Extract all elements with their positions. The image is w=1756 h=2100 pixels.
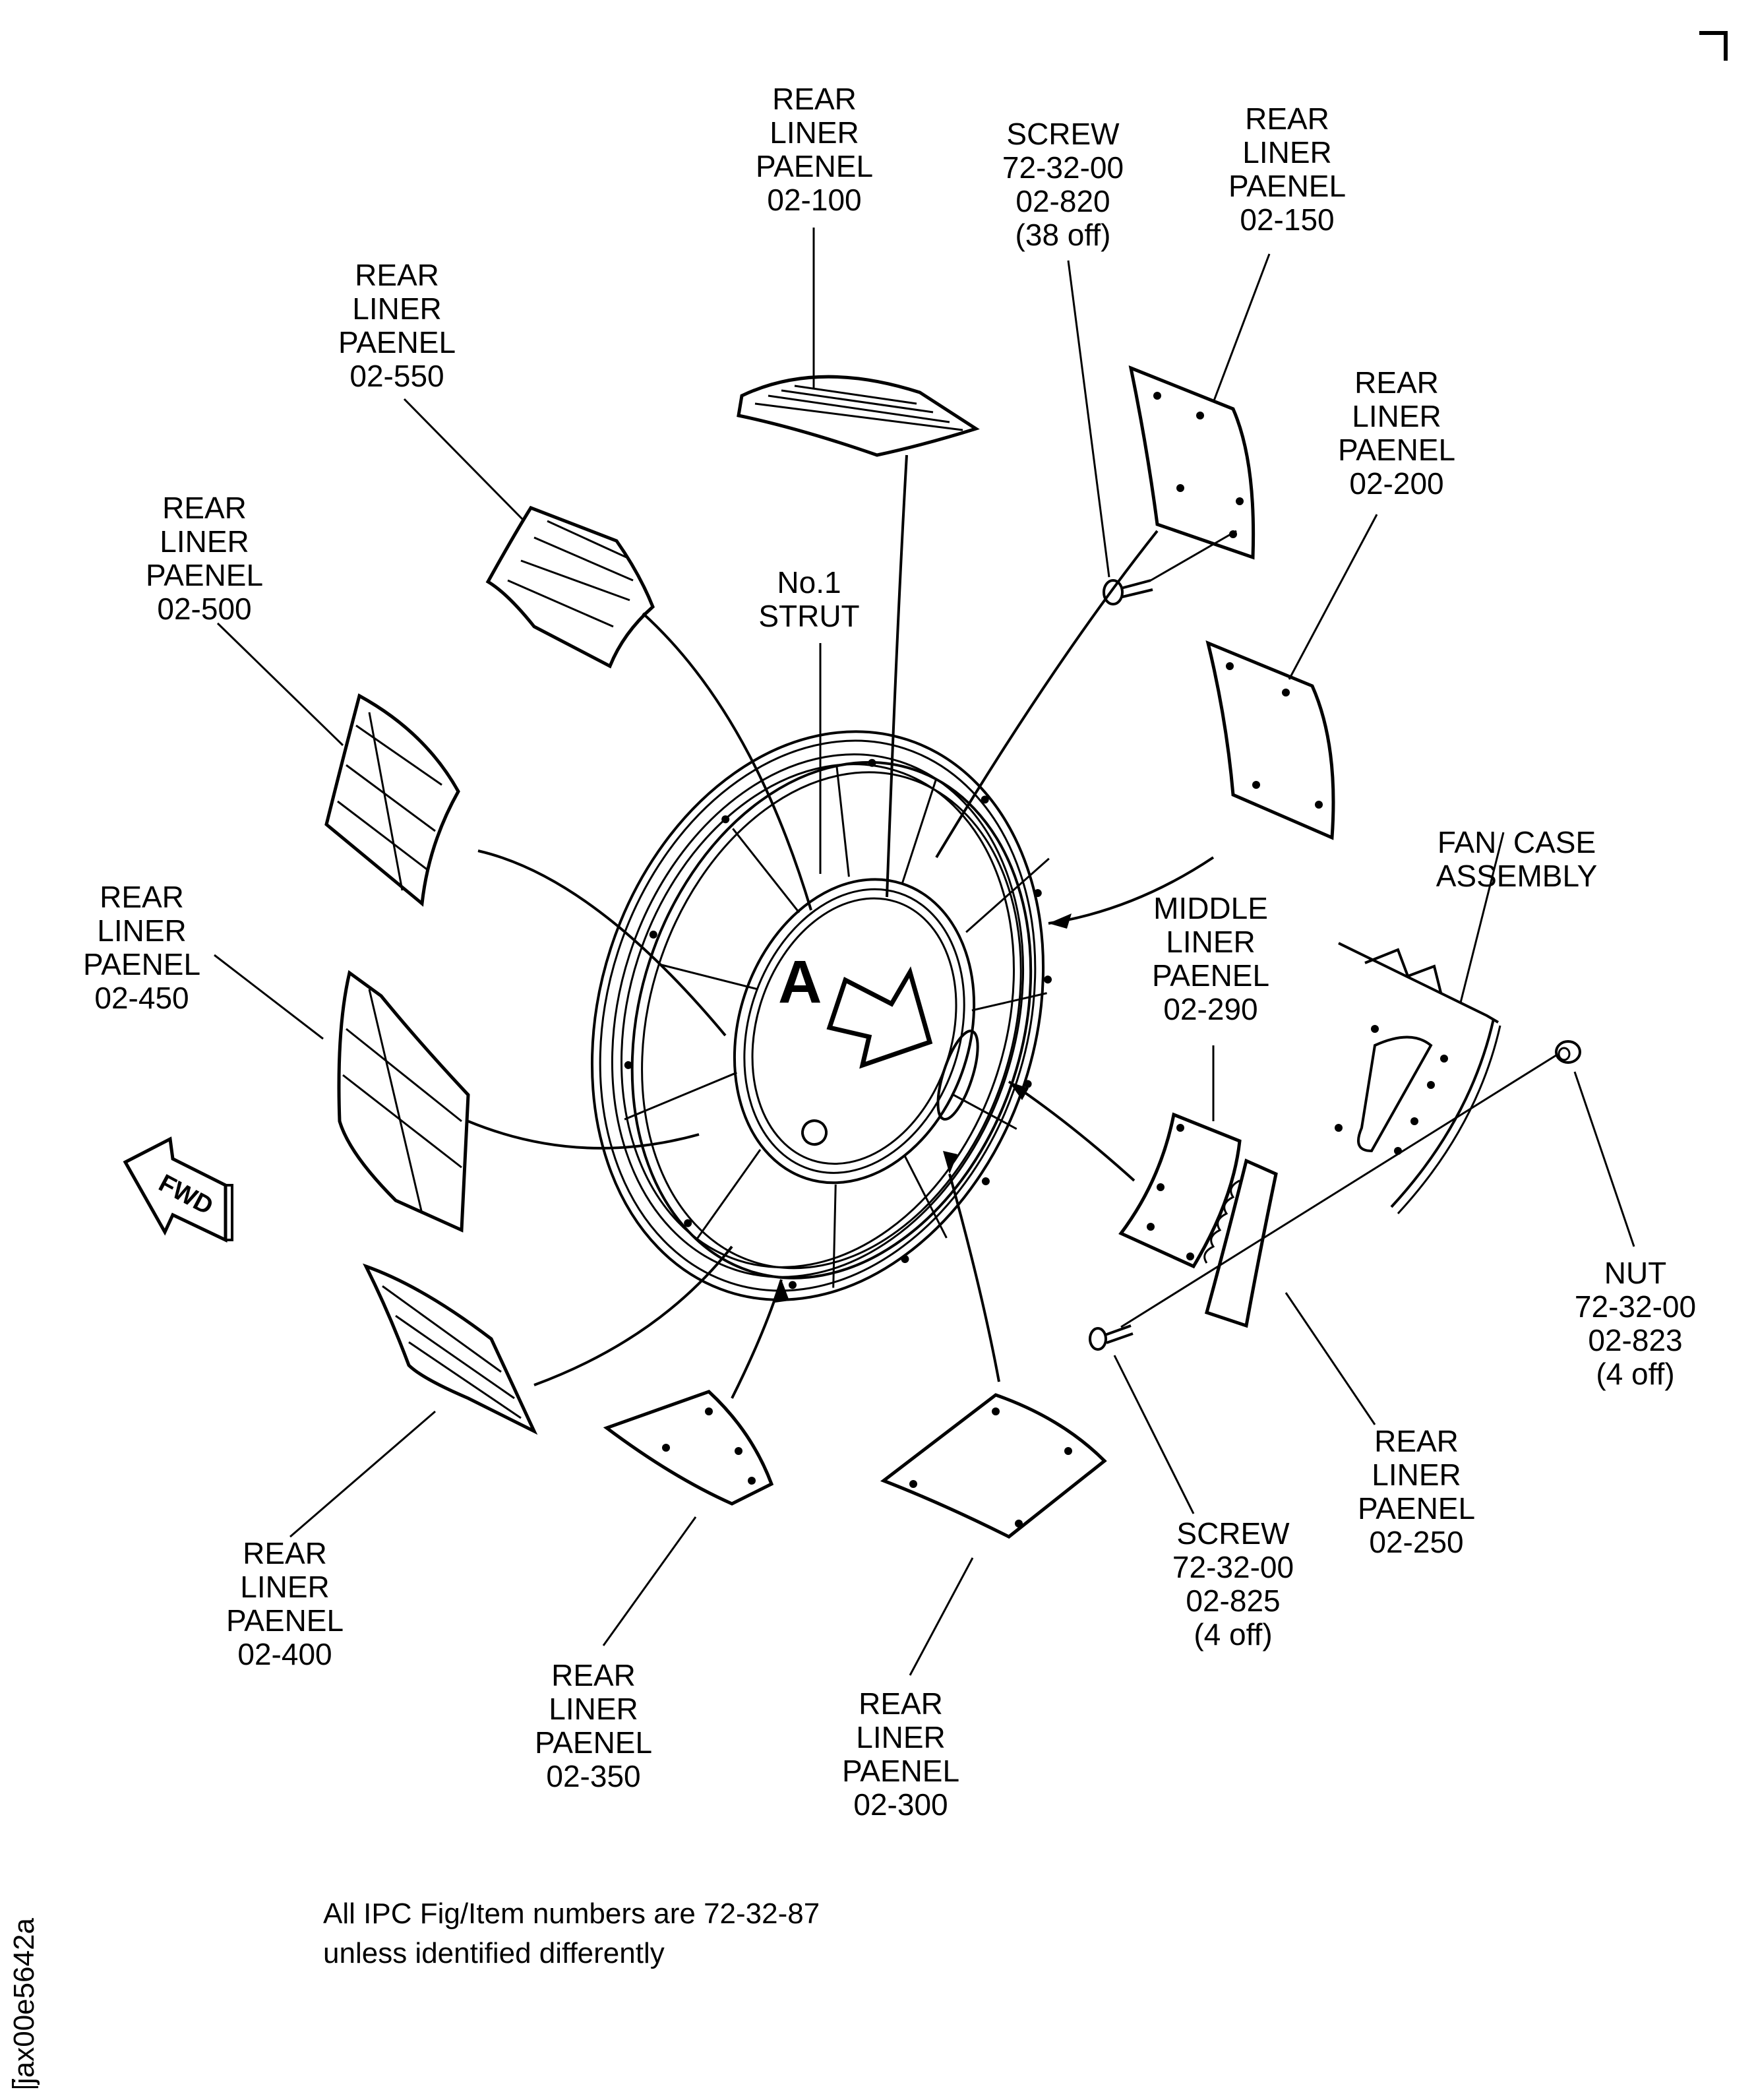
view-a-arrow-icon [826, 966, 933, 1069]
nut-02-823 [1555, 1040, 1581, 1064]
panel-02-500 [324, 693, 460, 907]
arrowheads [775, 913, 1072, 1303]
figure-code: jax00e5642a [8, 1917, 40, 2084]
corner-mark [1699, 31, 1728, 61]
panel-02-550 [485, 505, 655, 669]
panel-02-100 [737, 375, 980, 457]
fan-case-assembly [1335, 942, 1501, 1215]
panel-02-300 [880, 1393, 1107, 1539]
panel-02-450 [337, 970, 470, 1233]
view-a-marker: A [778, 948, 822, 1016]
leader-lines [214, 228, 1635, 1676]
footnote: All IPC Fig/Item numbers are 72-32-87 un… [323, 1898, 820, 1969]
panel-02-350 [603, 1390, 774, 1506]
panel-02-290 [1118, 1112, 1242, 1269]
panel-02-200 [1205, 640, 1335, 840]
panel-02-150 [1128, 365, 1256, 560]
fwd-arrow-icon: FWD [123, 1136, 233, 1243]
fan-case-wheel [590, 730, 1052, 1301]
screw-02-820 [1103, 579, 1153, 605]
screw-02-825 [1089, 1324, 1134, 1351]
panel-02-250 [1203, 1158, 1278, 1328]
panel-02-400 [362, 1263, 538, 1435]
